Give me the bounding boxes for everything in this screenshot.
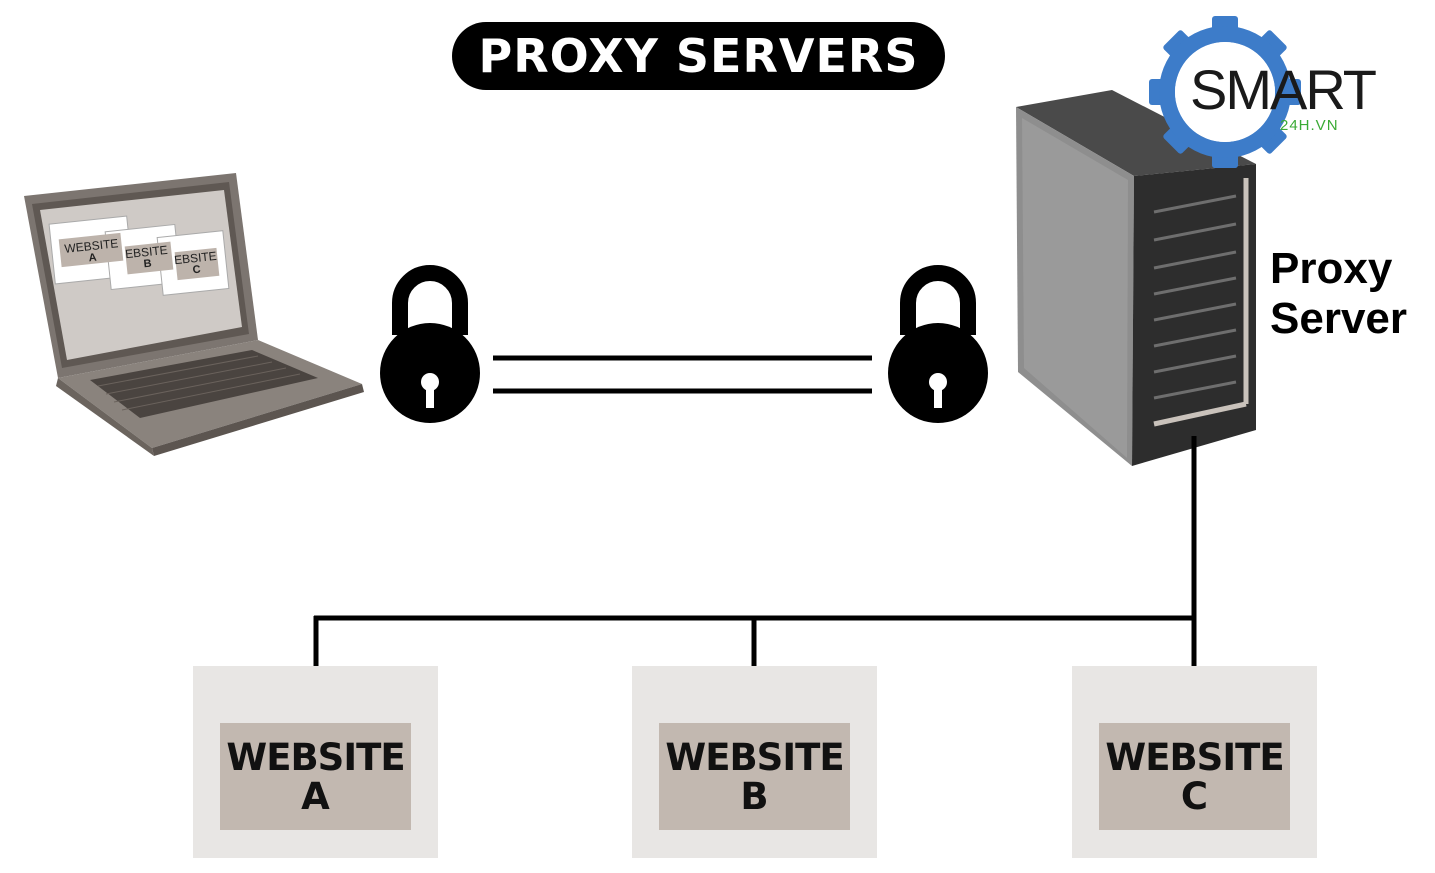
website-letter: A [301,774,330,818]
website-letter: B [740,774,769,818]
padlock-icon [380,265,480,423]
proxy-label-line1: Proxy [1270,244,1393,293]
proxy-label-line2: Server [1270,294,1408,343]
logo-subtext: 24H.VN [1280,117,1339,134]
padlock-icon [888,265,988,423]
website-word: WEBSITE [226,735,405,779]
website-label-box: WEBSITE A [220,723,411,830]
server-tower-icon [1016,90,1256,466]
proxy-server-label: Proxy Server [1270,244,1430,344]
website-card-a: WEBSITE A [193,666,438,858]
network-connector [313,436,1197,666]
website-word: WEBSITE [665,735,844,779]
page-title: PROXY SERVERS [452,22,945,90]
gear-icon [1149,16,1301,168]
website-letter: C [1180,774,1209,818]
website-card-b: WEBSITE B [632,666,877,858]
website-label-box: WEBSITE B [659,723,850,830]
laptop-icon [24,173,364,456]
website-label-box: WEBSITE C [1099,723,1290,830]
logo-text: SMART [1190,58,1377,121]
website-word: WEBSITE [1105,735,1284,779]
website-card-c: WEBSITE C [1072,666,1317,858]
